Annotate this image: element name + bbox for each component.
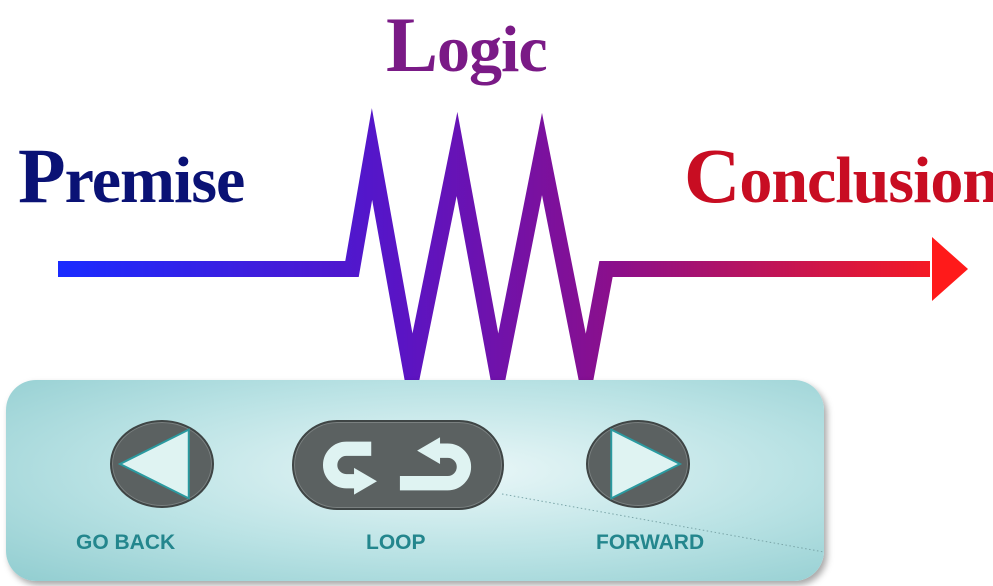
conclusion-label: Conclusion [684,132,993,219]
loop-arrows-icon [323,437,472,495]
loop-label: LOOP [366,531,426,554]
premise-label: Premise [18,132,245,219]
triangle-left-icon [117,428,190,500]
go-back-label: GO BACK [76,531,176,554]
forward-button[interactable] [586,420,690,508]
logic-label: Logic [386,1,548,88]
go-back-button[interactable] [110,420,214,508]
forward-label: FORWARD [596,531,705,554]
triangle-right-icon [610,428,683,500]
control-panel: GO BACK LOOP FORWARD [6,380,824,581]
arrow-head [932,237,968,301]
loop-button[interactable] [292,420,504,510]
